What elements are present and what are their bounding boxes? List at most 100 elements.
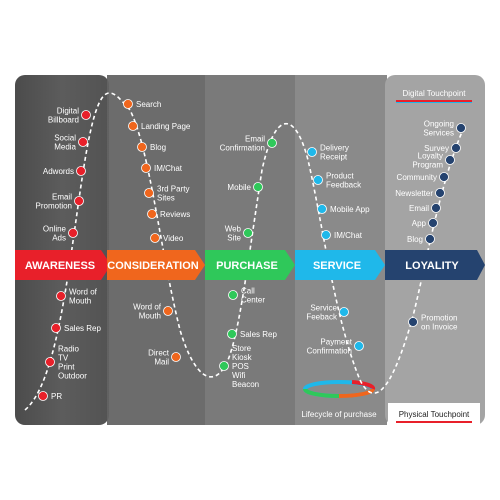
touchpoint-label: 3rd Party: [157, 185, 189, 194]
touchpoint-dot: [428, 218, 438, 228]
touchpoint-label: Community: [397, 173, 437, 182]
touchpoint-label: Wifi: [232, 371, 246, 380]
touchpoint-label: Feedback: [326, 181, 362, 190]
touchpoint-label: Store: [232, 344, 252, 353]
touchpoint-label: Word of: [69, 288, 98, 297]
touchpoint-label: Sales Rep: [64, 324, 101, 333]
touchpoint-dot: [45, 357, 55, 367]
touchpoint-label: IM/Chat: [334, 231, 363, 240]
digital-touchpoint: Video: [150, 233, 184, 243]
touchpoint-dot: [56, 291, 66, 301]
digital-touchpoint: Reviews: [147, 209, 190, 219]
touchpoint-dot: [445, 155, 455, 165]
touchpoint-label: Delivery: [320, 144, 349, 153]
touchpoint-label: Ongoing: [424, 120, 454, 129]
digital-touchpoint: Community: [397, 172, 449, 182]
touchpoint-dot: [408, 317, 418, 327]
stage-arrow-service: [295, 250, 385, 280]
touchpoint-label: Blog: [407, 235, 423, 244]
touchpoint-label: Promotion: [36, 202, 72, 211]
touchpoint-label: Outdoor: [58, 372, 87, 381]
touchpoint-label: POS: [232, 362, 249, 371]
touchpoint-label: Newsletter: [395, 189, 433, 198]
touchpoint-label: Email: [409, 204, 429, 213]
touchpoint-dot: [253, 182, 263, 192]
touchpoint-label: Ads: [52, 234, 66, 243]
digital-touchpoint: Blog: [137, 142, 166, 152]
stage-arrow-purchase: [205, 250, 295, 280]
digital-touchpoint: IM/Chat: [141, 163, 183, 173]
lifecycle-label: Lifecycle of purchase: [301, 410, 377, 419]
touchpoint-label: Word of: [133, 303, 162, 312]
touchpoint-label: Landing Page: [141, 122, 191, 131]
digital-touchpoint: IM/Chat: [321, 230, 363, 240]
touchpoint-label: PR: [51, 392, 62, 401]
digital-touchpoint: Survey: [424, 143, 461, 153]
stage-label: AWARENESS: [25, 260, 95, 272]
touchpoint-dot: [74, 196, 84, 206]
lifecycle-ring-orange: [338, 388, 375, 398]
touchpoint-label: Adwords: [43, 167, 74, 176]
touchpoint-dot: [123, 99, 133, 109]
digital-touchpoint: App: [412, 218, 438, 228]
touchpoint-label: Radio: [58, 345, 79, 354]
digital-touchpoint: Search: [123, 99, 161, 109]
touchpoint-label: Feeback: [306, 313, 338, 322]
touchpoint-label: Email: [52, 193, 72, 202]
touchpoint-label: Billboard: [48, 116, 79, 125]
digital-touchpoint: Mobile: [227, 182, 263, 192]
touchpoint-dot: [78, 137, 88, 147]
touchpoint-label: Mobile App: [330, 205, 370, 214]
touchpoint-label: Mouth: [139, 312, 161, 321]
touchpoint-label: Sites: [157, 194, 175, 203]
touchpoint-dot: [267, 138, 277, 148]
touchpoint-dot: [51, 323, 61, 333]
touchpoint-dot: [431, 203, 441, 213]
touchpoint-dot: [81, 110, 91, 120]
touchpoint-dot: [354, 341, 364, 351]
touchpoint-dot: [451, 143, 461, 153]
touchpoint-label: Mail: [154, 358, 169, 367]
stage-arrow-loyality: [385, 250, 485, 280]
touchpoint-label: Reviews: [160, 210, 190, 219]
touchpoint-label: Product: [326, 172, 354, 181]
touchpoint-label: Mouth: [69, 297, 91, 306]
stage-label: LOYALITY: [405, 260, 459, 272]
touchpoint-label: Search: [136, 100, 161, 109]
touchpoint-dot: [317, 204, 327, 214]
stage-label: PURCHASE: [216, 260, 278, 272]
digital-touchpoint: Newsletter: [395, 188, 445, 198]
touchpoint-label: Receipt: [320, 153, 348, 162]
touchpoint-label: Center: [241, 296, 265, 305]
touchpoint-label: Direct: [148, 349, 170, 358]
journey-curve: [24, 92, 466, 411]
touchpoint-label: Promotion: [421, 314, 457, 323]
touchpoint-dot: [425, 234, 435, 244]
stage-arrow-consideration: [107, 250, 205, 280]
touchpoint-label: Social: [54, 134, 76, 143]
stage-label: SERVICE: [313, 260, 361, 272]
touchpoint-dot: [219, 361, 229, 371]
digital-touchpoint: Adwords: [43, 166, 86, 176]
touchpoint-dot: [141, 163, 151, 173]
lifecycle-ring-green: [303, 388, 340, 398]
touchpoint-dot: [76, 166, 86, 176]
touchpoint-dot: [128, 121, 138, 131]
digital-touchpoint: Email: [409, 203, 441, 213]
touchpoint-label: Confirmation: [220, 144, 265, 153]
touchpoint-label: on Invoice: [421, 323, 458, 332]
touchpoint-label: Sales Rep: [240, 330, 277, 339]
touchpoint-label: Digital: [57, 107, 79, 116]
lifecycle-legend: Lifecycle of purchase: [301, 380, 377, 419]
touchpoint-label: Media: [54, 143, 76, 152]
